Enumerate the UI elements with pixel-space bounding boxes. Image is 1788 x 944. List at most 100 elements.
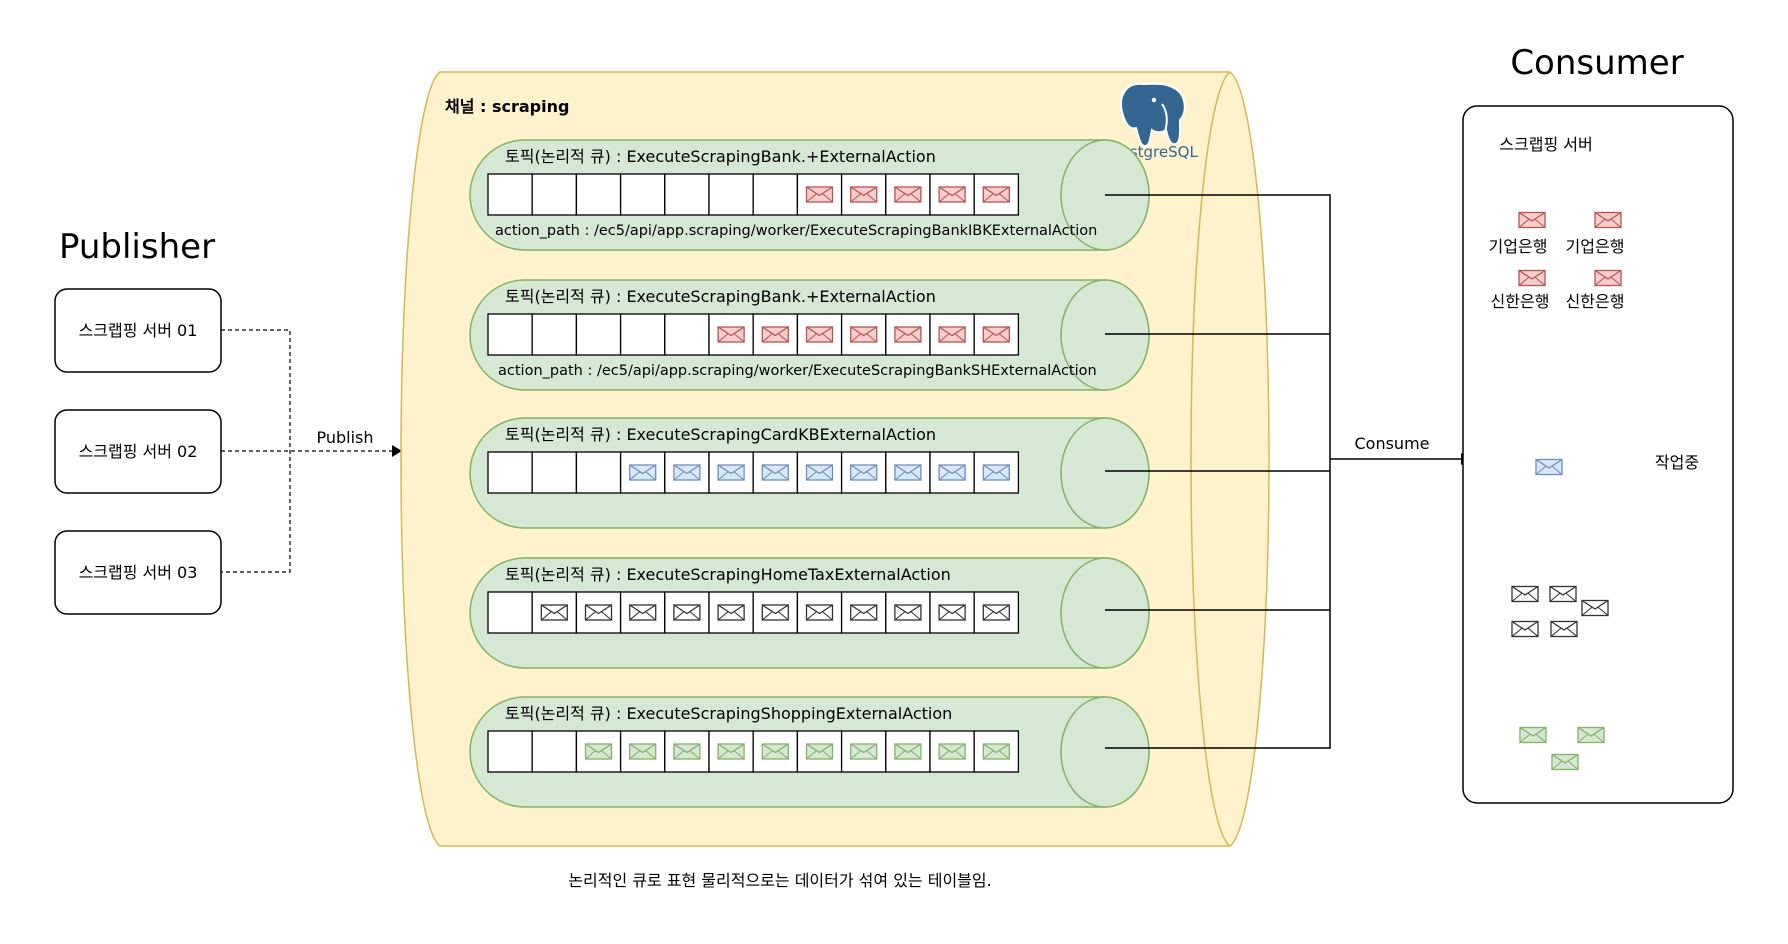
channel-footnote: 논리적인 큐로 표현 물리적으로는 데이터가 섞여 있는 테이블임. [568, 871, 991, 890]
queue-slot [796, 173, 843, 216]
bank-label: 신한은행 [1491, 292, 1550, 311]
envelope-icon [1581, 599, 1609, 617]
queue-slot [929, 730, 975, 773]
envelope-icon [894, 604, 922, 621]
publisher-server-label: 스크랩핑 서버 03 [79, 563, 198, 582]
publisher-title: Publisher [59, 227, 215, 267]
envelope-icon [1535, 458, 1563, 476]
topic-cylinder-end [1060, 557, 1150, 669]
bank-label: 기업은행 [1566, 237, 1625, 256]
consumer-server-label: 스크랩핑 서버 [1499, 135, 1592, 154]
envelope-icon [850, 186, 878, 203]
envelope-icon [629, 604, 657, 621]
envelope-icon [982, 743, 1010, 760]
queue-slot [575, 313, 622, 356]
queue-slot [575, 451, 622, 494]
queue-slot [619, 173, 666, 216]
envelope-icon [805, 186, 834, 203]
envelope-icon [1577, 726, 1605, 744]
queue-slot [487, 730, 533, 773]
envelope-icon [1549, 585, 1577, 603]
queue-slot [885, 591, 931, 634]
topic-title: 토픽(논리적 큐) : ExecuteScrapingShoppingExter… [505, 704, 952, 723]
envelope-icon [761, 464, 789, 481]
envelope-icon [584, 743, 613, 760]
consume-connectors [1105, 194, 1462, 749]
envelope-icon [584, 604, 613, 621]
consumer-messages [1511, 211, 1622, 771]
envelope-icon [805, 743, 834, 760]
bank-label: 기업은행 [1489, 237, 1548, 256]
envelope-icon [850, 464, 878, 481]
queue-slot [664, 313, 710, 356]
envelope-icon [1518, 269, 1546, 287]
topic-queue[interactable]: 토픽(논리적 큐) : ExecuteScrapingCardKBExterna… [469, 417, 1150, 529]
topic-cylinder-end [1060, 279, 1150, 391]
queue-slot [885, 173, 931, 216]
envelope-icon [761, 604, 789, 621]
topic-title: 토픽(논리적 큐) : ExecuteScrapingHomeTaxExtern… [505, 565, 951, 584]
envelope-icon [850, 604, 878, 621]
envelope-icon [938, 604, 966, 621]
topic-cylinder-end [1060, 417, 1150, 529]
topic-queue[interactable]: 토픽(논리적 큐) : ExecuteScrapingShoppingExter… [469, 696, 1150, 808]
topic-queue[interactable]: 토픽(논리적 큐) : ExecuteScrapingHomeTaxExtern… [469, 557, 1150, 669]
queue-slot [531, 313, 578, 356]
publisher-server-02[interactable]: 스크랩핑 서버 02 [54, 409, 222, 494]
bank-label: 신한은행 [1566, 292, 1625, 311]
envelope-icon [761, 326, 789, 343]
publish-label: Publish [316, 428, 373, 447]
envelope-icon [805, 604, 834, 621]
consume-label: Consume [1354, 434, 1429, 453]
topic-queue[interactable]: 토픽(논리적 큐) : ExecuteScrapingBank.+Externa… [469, 279, 1150, 391]
envelope-icon [894, 464, 922, 481]
publisher-server-label: 스크랩핑 서버 01 [79, 321, 198, 340]
publisher-server-03[interactable]: 스크랩핑 서버 03 [54, 530, 222, 615]
queue-slot [973, 451, 1020, 494]
envelope-icon [1511, 620, 1539, 638]
queue-slot [973, 591, 1020, 634]
envelope-icon [761, 743, 789, 760]
consumer-title: Consumer [1510, 43, 1683, 83]
envelope-icon [717, 743, 745, 760]
queue-slot [531, 451, 578, 494]
queue-slot [752, 313, 799, 356]
queue-slot [487, 451, 533, 494]
envelope-icon [982, 186, 1010, 203]
topic-cylinder-end [1060, 696, 1150, 808]
queue-slot [619, 313, 666, 356]
topic-action-path: action_path : /ec5/api/app.scraping/work… [495, 223, 1097, 239]
queue-slot [487, 591, 533, 634]
topic-title: 토픽(논리적 큐) : ExecuteScrapingBank.+Externa… [505, 287, 936, 306]
topic-action-path: action_path : /ec5/api/app.scraping/work… [498, 363, 1097, 379]
envelope-icon [629, 743, 657, 760]
envelope-icon [938, 743, 966, 760]
queue-slot [487, 173, 533, 216]
envelope-icon [1551, 753, 1579, 771]
envelope-icon [673, 604, 701, 621]
envelope-icon [850, 326, 878, 343]
envelope-icon [717, 604, 745, 621]
envelope-icon [982, 604, 1010, 621]
envelope-icon [982, 464, 1010, 481]
topic-title: 토픽(논리적 큐) : ExecuteScrapingCardKBExterna… [505, 425, 936, 444]
envelope-icon [805, 464, 834, 481]
envelope-icon [982, 326, 1010, 343]
queue-slot [531, 173, 578, 216]
envelope-icon [894, 326, 922, 343]
topic-title: 토픽(논리적 큐) : ExecuteScrapingBank.+Externa… [505, 147, 936, 166]
queue-slot [575, 173, 622, 216]
queue-slot [575, 591, 622, 634]
envelope-icon [629, 464, 657, 481]
elephant-icon [1120, 82, 1186, 148]
envelope-icon [938, 186, 966, 203]
channel-label: 채널 : scraping [445, 97, 569, 116]
envelope-icon [938, 326, 966, 343]
publisher-server-01[interactable]: 스크랩핑 서버 01 [54, 288, 222, 373]
envelope-icon [1594, 211, 1622, 229]
envelope-icon [540, 604, 568, 621]
envelope-icon [894, 743, 922, 760]
topic-queues: 토픽(논리적 큐) : ExecuteScrapingBank.+Externa… [469, 139, 1150, 808]
topic-queue[interactable]: 토픽(논리적 큐) : ExecuteScrapingBank.+Externa… [469, 139, 1150, 251]
